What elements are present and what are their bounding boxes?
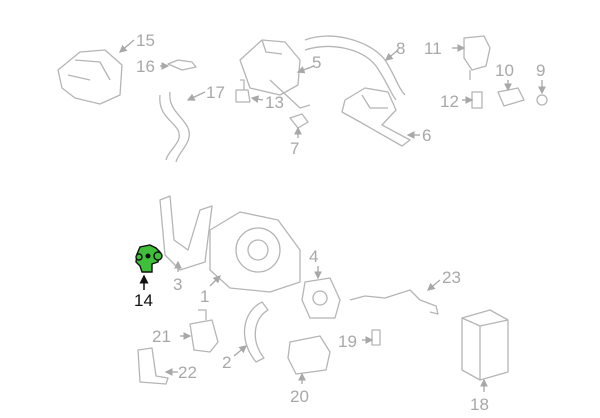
label-22[interactable]: 22: [178, 363, 197, 382]
part-20[interactable]: 20: [287, 335, 331, 406]
part-12[interactable]: 12: [440, 91, 483, 111]
label-9[interactable]: 9: [536, 61, 545, 80]
label-17[interactable]: 17: [206, 83, 225, 102]
part-6[interactable]: 6: [341, 87, 431, 147]
label-20[interactable]: 20: [290, 387, 309, 406]
label-14[interactable]: 14: [134, 291, 153, 310]
part-18[interactable]: 18: [461, 309, 509, 414]
label-15[interactable]: 15: [136, 31, 155, 50]
part-13[interactable]: 13: [235, 79, 284, 112]
label-4[interactable]: 4: [309, 247, 318, 266]
part-14-highlighted[interactable]: 14: [134, 244, 163, 310]
label-12[interactable]: 12: [440, 92, 459, 111]
part-7[interactable]: 7: [289, 113, 309, 158]
part-3[interactable]: 3: [159, 195, 213, 294]
part-19[interactable]: 19: [338, 329, 381, 351]
label-18[interactable]: 18: [470, 395, 489, 414]
part-1[interactable]: 1: [200, 211, 301, 306]
label-7[interactable]: 7: [290, 139, 299, 158]
part-10[interactable]: 10: [495, 61, 525, 107]
part-9[interactable]: 9: [536, 61, 548, 106]
part-5[interactable]: 5: [239, 39, 321, 109]
label-8[interactable]: 8: [396, 39, 405, 58]
part-21[interactable]: 21: [152, 309, 219, 353]
label-13[interactable]: 13: [265, 93, 284, 112]
label-2[interactable]: 2: [222, 353, 231, 372]
part-23[interactable]: 23: [349, 268, 461, 315]
part-4[interactable]: 4: [301, 247, 341, 319]
label-19[interactable]: 19: [338, 332, 357, 351]
label-3[interactable]: 3: [173, 275, 182, 294]
part-16[interactable]: 16: [136, 57, 197, 76]
label-1[interactable]: 1: [200, 287, 209, 306]
part-2[interactable]: 2: [222, 301, 269, 372]
label-16[interactable]: 16: [136, 57, 155, 76]
label-23[interactable]: 23: [442, 268, 461, 287]
label-6[interactable]: 6: [422, 126, 431, 145]
part-11[interactable]: 11: [424, 35, 491, 80]
part-8[interactable]: 8: [304, 35, 406, 101]
part-15[interactable]: 15: [57, 31, 155, 105]
label-5[interactable]: 5: [312, 53, 321, 72]
label-21[interactable]: 21: [152, 327, 171, 346]
part-17[interactable]: 17: [159, 83, 225, 163]
label-11[interactable]: 11: [424, 39, 442, 58]
part-22[interactable]: 22: [137, 347, 197, 385]
label-10[interactable]: 10: [495, 61, 514, 80]
